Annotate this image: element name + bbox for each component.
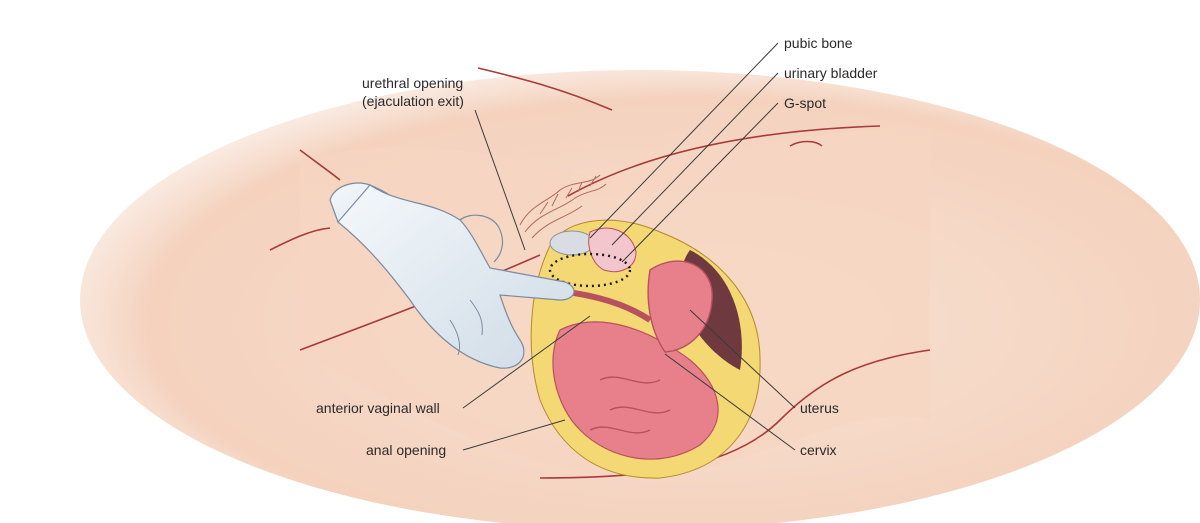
glove-thumb [459,214,504,263]
label-urethral-opening-line1: urethral opening [362,75,463,91]
pubic-hair [519,174,607,239]
leader-pubic-bone [589,42,779,239]
hip-outline [567,125,881,197]
label-uterus: uterus [800,400,839,416]
label-anal-opening: anal opening [366,442,446,458]
uterus-shape [647,260,713,353]
label-anterior-vaginal-wall: anterior vaginal wall [316,400,440,416]
pubic-bone-shape [549,230,595,256]
glove-knuckles [449,299,483,356]
leader-urethral-opening [474,109,526,251]
label-pubic-bone: pubic bone [784,35,853,51]
label-urinary-bladder: urinary bladder [784,65,878,81]
leader-anterior-vaginal-wall [462,315,591,409]
rectum [552,321,719,460]
leader-urinary-bladder [611,72,779,246]
leader-g-spot [621,102,779,263]
label-cervix: cervix [800,442,837,458]
leg-line-left [299,149,341,181]
leader-uterus [689,309,796,409]
navel-mark [789,140,823,147]
pelvic-cross-section [530,219,761,479]
label-urethral-opening-line2: (ejaculation exit) [362,93,464,109]
label-g-spot: G-spot [784,95,826,111]
upper-thigh-outline [477,67,613,111]
g-spot-region [548,252,632,288]
leg-line-lower [269,227,331,251]
leader-cervix [664,353,796,451]
buttock-outline [539,349,931,479]
gloved-hand [329,182,575,369]
bowel-folds [589,376,671,434]
leader-anal-opening [462,419,566,451]
glove-palm [337,184,575,369]
